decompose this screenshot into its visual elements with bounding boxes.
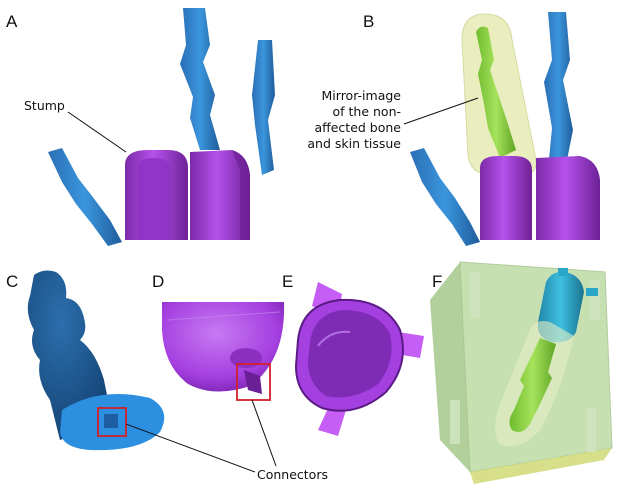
panel-label-a: A [6, 12, 18, 31]
stump-shape-b [480, 156, 532, 240]
mirror-label-line-2: of the non- [332, 104, 401, 119]
mold-pin-3 [450, 400, 460, 444]
mirrored-finger-render [403, 12, 600, 246]
mirror-label-line-4: and skin tissue [307, 136, 401, 151]
finger-stump-render [48, 8, 275, 246]
finger-bone-left-b [410, 148, 480, 246]
panel-label-e: E [282, 272, 294, 291]
mirrored-bone [476, 26, 516, 158]
panel-label-d: D [152, 272, 165, 291]
mirror-leader-line [403, 97, 479, 125]
panel-label-f: F [432, 272, 443, 291]
stump-label: Stump [24, 98, 65, 113]
panel-label-b: B [363, 12, 375, 31]
socket-shell [162, 302, 285, 392]
finger-bone-center [180, 8, 220, 150]
connector-leader-d [251, 399, 277, 467]
connector-c [104, 414, 118, 428]
finger-bone-right [252, 40, 275, 175]
connector-highlight-c [97, 407, 127, 437]
finger-bone-left [48, 148, 122, 246]
connector-tab [244, 370, 262, 394]
mold-pin-2 [590, 280, 600, 320]
connectors-label: Connectors [257, 467, 328, 482]
mirror-image-label: Mirror-image of the non- affected bone a… [301, 88, 401, 152]
adjacent-finger-sleeve [190, 150, 250, 240]
socket-flange-bottom [318, 404, 346, 436]
panel-label-c: C [6, 272, 19, 291]
mold-box-render [430, 261, 613, 484]
stump-leader-line [67, 111, 127, 153]
mold-pin-1 [470, 272, 480, 318]
mold-green-bone [509, 338, 556, 432]
mold-cyan-connector-right [586, 288, 598, 296]
adjacent-finger-sleeve-b [536, 156, 600, 240]
connector-highlight-d [236, 363, 271, 401]
mirror-label-line-1: Mirror-image [321, 88, 401, 103]
connector-leader-c [125, 423, 256, 473]
finger-bone-right-b [544, 12, 573, 170]
mold-box-bottom [470, 448, 612, 484]
stump-mold-render [27, 270, 256, 473]
socket-connector-render [162, 302, 285, 467]
mirror-label-line-3: affected bone [314, 120, 401, 135]
mold-pin-4 [586, 408, 596, 452]
socket-cavity [308, 310, 392, 398]
connector-stem [230, 348, 262, 368]
socket-top-render [294, 282, 424, 436]
mold-cyan-connector-top [558, 268, 568, 276]
